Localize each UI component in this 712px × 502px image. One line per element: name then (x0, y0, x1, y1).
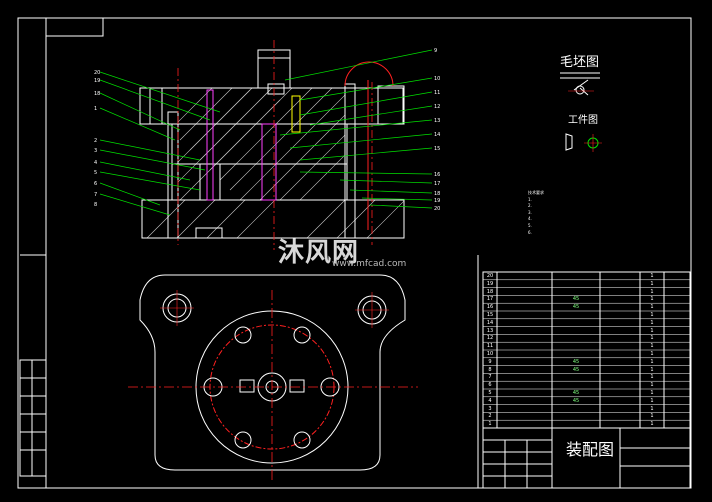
balloon-number: 17 (434, 181, 440, 187)
technical-notes: 技术要求 1. 2. 3. 4. 5. 6. (528, 190, 544, 236)
balloon-number: 13 (434, 118, 440, 124)
bom-material: 45 (572, 304, 580, 311)
bom-item-number: 9 (488, 358, 492, 365)
note-line: 4. (528, 216, 532, 222)
bom-quantity: 1 (650, 288, 654, 295)
note-line: 6. (528, 229, 532, 235)
bom-quantity: 1 (650, 296, 654, 303)
balloon-number: 19 (94, 78, 100, 84)
leader-lines-left (99, 71, 221, 216)
bom-item-number: 1 (488, 421, 492, 428)
bom-item-number: 14 (486, 319, 494, 326)
bom-quantity: 1 (650, 327, 654, 334)
notes-heading: 技术要求 (528, 190, 544, 195)
balloon-number: 20 (434, 206, 440, 212)
note-line: 1. (528, 196, 532, 202)
leader-lines-right (279, 49, 433, 209)
bom-item-number: 17 (486, 296, 494, 303)
balloon-number: 5 (94, 170, 97, 176)
bom-item-number: 15 (486, 312, 494, 318)
bom-item-number: 4 (488, 397, 492, 404)
bom-quantity: 1 (650, 319, 654, 326)
bom-item-number: 6 (488, 382, 492, 389)
assembly-drawing-title: 装配图 (566, 440, 615, 459)
bom-quantity: 1 (650, 366, 654, 373)
workpiece-view (565, 133, 602, 152)
balloon-number: 16 (434, 172, 440, 178)
bom-quantity: 1 (650, 421, 654, 428)
balloon-number: 3 (94, 148, 97, 154)
balloon-number: 11 (434, 90, 440, 96)
bom-quantity: 1 (650, 382, 654, 389)
bom-item-number: 8 (488, 366, 492, 373)
balloon-number: 12 (434, 104, 440, 110)
bom-quantity: 1 (650, 374, 654, 381)
balloon-number: 7 (94, 192, 97, 198)
balloon-number: 20 (94, 70, 100, 76)
bom-quantity: 1 (650, 351, 654, 357)
balloon-number: 8 (94, 202, 97, 208)
bom-item-number: 11 (486, 343, 494, 350)
balloon-number: 2 (94, 138, 97, 144)
section-view (139, 40, 405, 250)
bom-quantity: 1 (650, 312, 654, 318)
balloon-number: 9 (434, 48, 437, 54)
bom-quantity: 1 (650, 304, 654, 311)
bom-item-number: 20 (486, 273, 494, 279)
bom-quantity: 1 (650, 405, 654, 412)
balloon-number: 18 (434, 191, 440, 197)
bom-quantity: 1 (650, 335, 654, 342)
bom-quantity: 1 (650, 280, 654, 287)
watermark-url: www.mfcad.com (332, 259, 407, 269)
blank-view (560, 72, 600, 96)
balloon-number: 18 (94, 91, 100, 97)
title-block (482, 427, 691, 489)
bom-material: 45 (572, 366, 580, 373)
bom-row-lines (483, 279, 690, 429)
bom-material: 45 (572, 390, 580, 396)
watermark-brand: 沐风网 (278, 238, 360, 268)
bom-quantity: 1 (650, 273, 654, 279)
bom-item-number: 7 (488, 374, 492, 381)
balloon-number: 6 (94, 181, 97, 187)
bom-material: 45 (572, 358, 580, 365)
drawing-number-box (45, 17, 104, 37)
bom-quantity: 1 (650, 390, 654, 396)
blank-drawing-title: 毛坯图 (560, 55, 600, 70)
balloon-number: 15 (434, 146, 440, 152)
bom-quantity: 1 (650, 397, 654, 404)
bom-quantity: 1 (650, 343, 654, 350)
bom-item-number: 2 (488, 413, 492, 420)
left-title-block (19, 254, 47, 477)
note-line: 5. (528, 222, 532, 228)
balloon-number: 10 (434, 76, 440, 82)
bom-item-number: 19 (486, 280, 494, 287)
balloon-number: 19 (434, 198, 440, 204)
bom-material: 45 (572, 397, 580, 404)
bom-material: 45 (572, 296, 580, 303)
bom-quantity: 1 (650, 413, 654, 420)
bom-item-number: 10 (486, 351, 494, 357)
bom-item-number: 12 (486, 335, 494, 342)
bom-item-number: 5 (488, 390, 492, 396)
balloon-number: 1 (94, 106, 97, 112)
balloon-number: 4 (94, 160, 97, 166)
outer-border (17, 17, 692, 489)
note-line: 2. (528, 203, 532, 209)
bom-item-number: 13 (486, 327, 494, 334)
bom-item-number: 16 (486, 304, 494, 311)
note-line: 3. (528, 209, 532, 215)
plan-view (128, 274, 418, 480)
bom-item-number: 18 (486, 288, 494, 295)
workpiece-drawing-title: 工件图 (568, 115, 598, 126)
balloon-number: 14 (434, 132, 440, 138)
bom-quantity: 1 (650, 358, 654, 365)
bom-item-number: 3 (488, 405, 492, 412)
